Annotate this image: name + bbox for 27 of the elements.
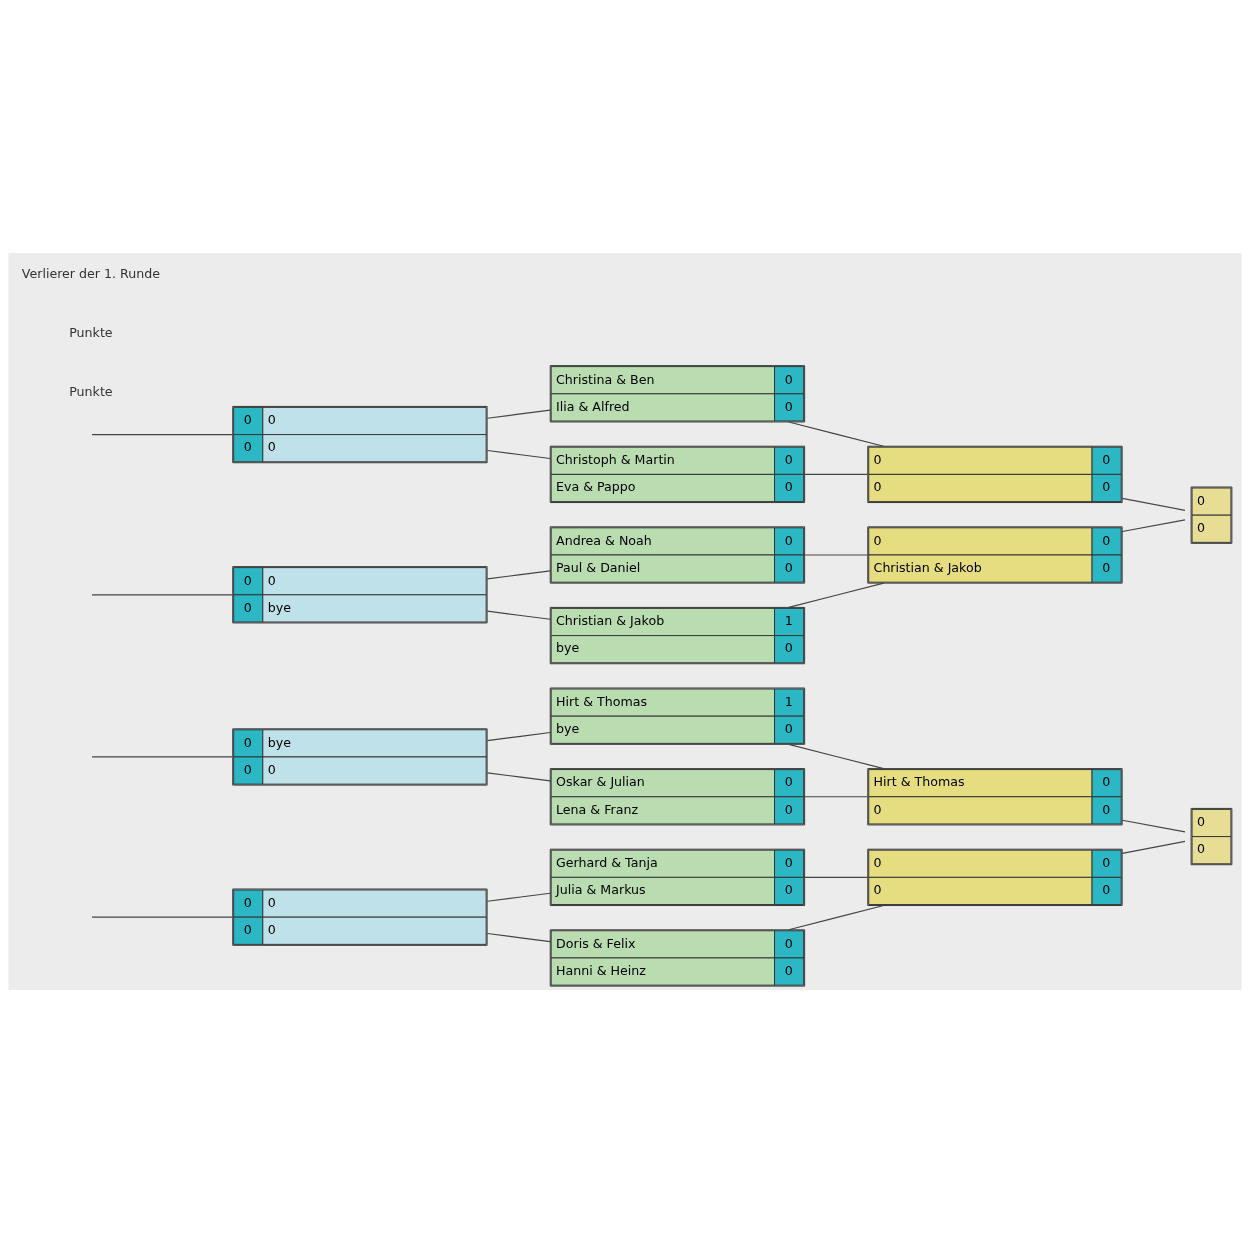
connector — [804, 554, 869, 556]
connector — [486, 772, 551, 782]
connector — [91, 594, 233, 596]
connector — [804, 796, 869, 798]
connector — [91, 756, 233, 758]
label: Punkte — [69, 384, 113, 400]
connector — [788, 582, 885, 608]
connector — [788, 421, 885, 447]
connector — [788, 743, 885, 770]
connector — [486, 932, 551, 943]
connector — [1121, 819, 1186, 833]
connector — [486, 892, 551, 902]
connector — [91, 434, 233, 436]
connector — [804, 876, 869, 878]
connector — [1121, 519, 1186, 533]
connector — [804, 473, 869, 475]
connector — [1121, 497, 1186, 511]
connector — [486, 731, 551, 742]
connector — [486, 610, 551, 620]
connector — [486, 409, 551, 419]
connector — [1121, 840, 1186, 854]
connector — [91, 916, 233, 918]
connector — [486, 449, 551, 460]
label: Punkte — [69, 324, 113, 340]
connector — [486, 570, 551, 580]
label: Verlierer der 1. Runde — [21, 265, 161, 281]
connector — [788, 904, 885, 931]
